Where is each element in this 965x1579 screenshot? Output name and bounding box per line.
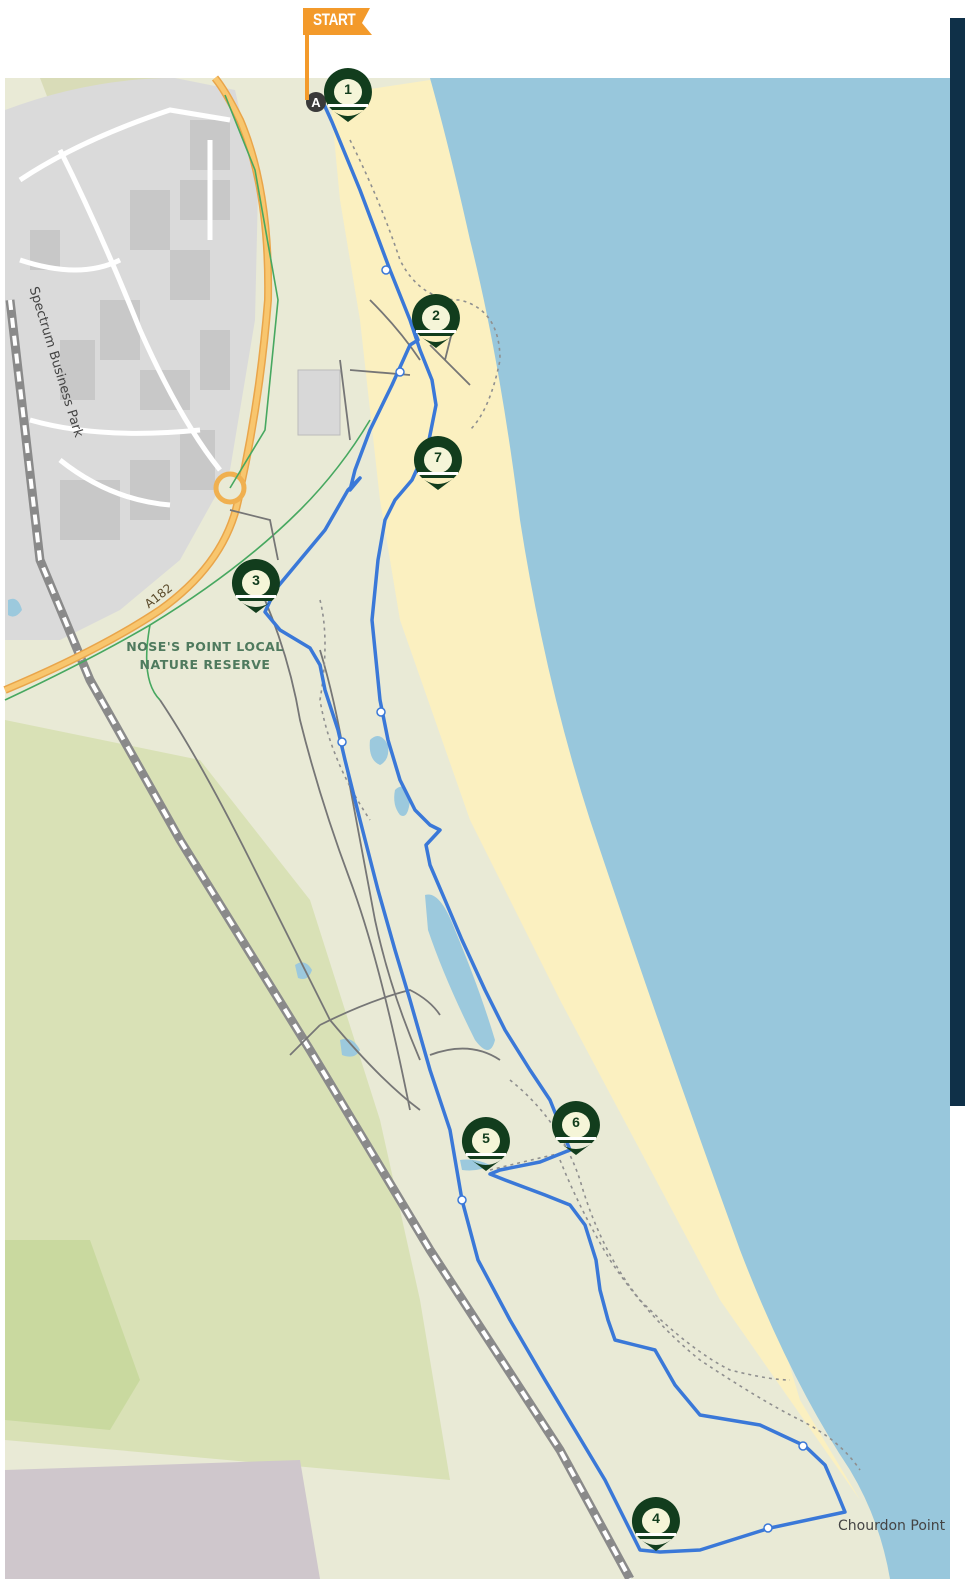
nature-reserve-label: NOSE'S POINT LOCAL NATURE RESERVE: [110, 638, 300, 674]
chourdon-point-label: Chourdon Point: [838, 1518, 946, 1534]
nature-reserve-label-line1: NOSE'S POINT LOCAL: [126, 639, 284, 654]
start-flag-label: START: [313, 10, 356, 29]
waypoint-number: 3: [252, 572, 260, 588]
map-pin-icon: [323, 68, 372, 122]
map-pin-icon: [411, 294, 460, 348]
route-start-label: A: [311, 95, 321, 110]
map-pin-icon: [631, 1497, 680, 1551]
sea-area: [430, 78, 950, 1579]
field-area: [5, 1240, 140, 1430]
road-a182: [4, 76, 271, 693]
waypoint-marker-7[interactable]: 7: [412, 434, 468, 494]
industrial-area: [5, 1460, 320, 1579]
field-area: [5, 720, 450, 1480]
waypoint-number: 1: [344, 81, 352, 97]
railway: [5, 299, 634, 1579]
waypoint-number: 6: [572, 1114, 580, 1130]
route-start-marker: [306, 92, 326, 112]
map-pin-icon: [413, 436, 462, 490]
business-park-roads: [18, 107, 231, 508]
side-panel-edge: [950, 18, 965, 1106]
waypoint-marker-6[interactable]: 6: [550, 1099, 606, 1159]
waypoint-marker-1[interactable]: 1: [322, 66, 378, 126]
green-paths: [4, 94, 371, 701]
waypoint-number: 5: [482, 1130, 490, 1146]
waypoint-number: 2: [432, 307, 440, 323]
waypoint-marker-2[interactable]: 2: [410, 292, 466, 352]
map-pin-icon: [231, 559, 280, 613]
route-arrows: [337, 265, 808, 1533]
waypoint-marker-5[interactable]: 5: [460, 1115, 516, 1175]
nature-reserve-label-line2: NATURE RESERVE: [139, 657, 271, 672]
waypoint-number: 7: [434, 449, 442, 465]
waypoint-number: 4: [652, 1510, 660, 1526]
car-park: [297, 369, 341, 436]
waypoint-marker-4[interactable]: 4: [630, 1495, 686, 1555]
buildings: [30, 120, 230, 540]
start-flag-icon: [303, 8, 372, 100]
map-pin-icon: [461, 1117, 510, 1171]
waypoint-marker-3[interactable]: 3: [230, 557, 286, 617]
map-pin-icon: [551, 1101, 600, 1155]
footpaths: [159, 299, 501, 1111]
